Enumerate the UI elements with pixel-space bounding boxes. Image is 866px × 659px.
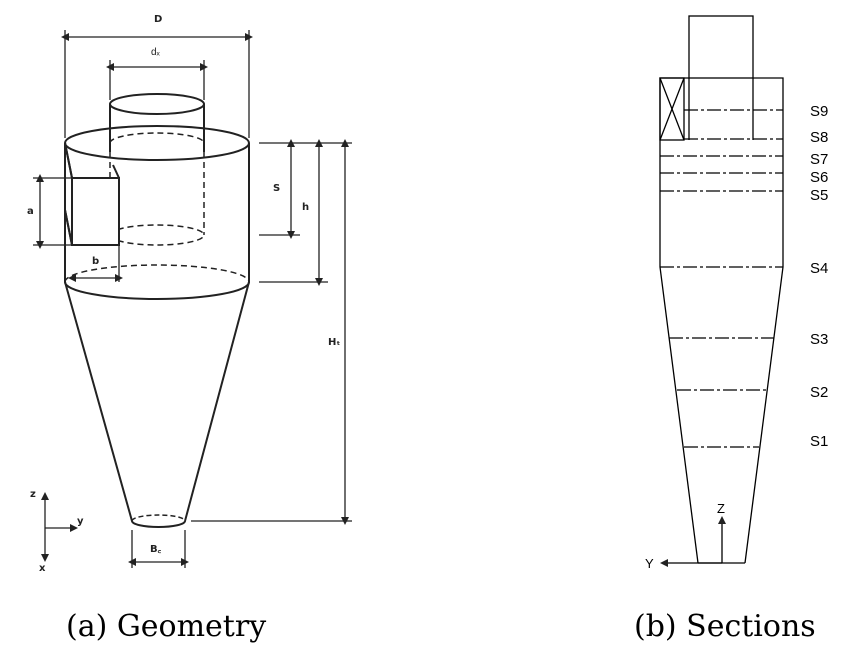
- geometry-dimensions: [33, 30, 352, 568]
- section-label-S9: S9: [810, 103, 828, 120]
- axis-z-label: z: [30, 489, 36, 500]
- label-Ht: Hₜ: [328, 337, 340, 348]
- section-label-S6: S6: [810, 169, 828, 186]
- vortex-finder-top: [109, 93, 205, 115]
- label-b: b: [92, 256, 99, 267]
- label-S: S: [273, 183, 280, 194]
- body-outline-left: [659, 77, 699, 564]
- label-Bc: B꜀: [150, 544, 162, 555]
- inlet-marker: [659, 77, 685, 141]
- section-labels: S9 S8 S7 S6 S5 S4 S3 S2 S1 Z Y: [645, 103, 828, 571]
- section-label-S1: S1: [810, 433, 828, 450]
- label-D: D: [154, 14, 162, 25]
- vortex-finder-bottom-dashed: [109, 234, 205, 246]
- caption-sections: (b) Sections: [634, 609, 816, 644]
- geometry-labels: D dₓ a b S h Hₜ B꜀ z y x: [27, 14, 340, 574]
- vortex-finder-bottom-back: [109, 224, 205, 236]
- inlet-side-edge: [112, 164, 120, 179]
- body-outline-right: [744, 77, 784, 564]
- section-label-S3: S3: [810, 331, 828, 348]
- section-label-S4: S4: [810, 260, 828, 277]
- geometry-drawing: [64, 93, 250, 528]
- axis-x-label: x: [39, 563, 46, 574]
- cylinder-bottom-front: [64, 281, 250, 300]
- cone-outlet-front: [131, 520, 186, 528]
- cylinder-top-ellipse: [64, 125, 250, 161]
- inlet-top-edge: [64, 142, 73, 179]
- inlet-cross-b: [659, 77, 685, 141]
- axis-Z-label: Z: [717, 501, 725, 516]
- cylinder-bottom-back: [64, 264, 250, 283]
- label-dx: dₓ: [151, 47, 161, 58]
- section-label-S2: S2: [810, 384, 828, 401]
- inlet-bottom-edge: [64, 209, 73, 246]
- section-label-S7: S7: [810, 151, 828, 168]
- cone-left-edge: [64, 281, 133, 522]
- label-h: h: [302, 202, 309, 213]
- label-a: a: [27, 206, 34, 217]
- cone-right-edge: [184, 281, 250, 522]
- caption-geometry: (a) Geometry: [66, 609, 266, 644]
- section-axes: [660, 516, 726, 567]
- cone-outlet-back: [131, 514, 186, 522]
- section-lines: [660, 109, 783, 448]
- axis-Y-label: Y: [645, 556, 654, 571]
- outlet-tube: [688, 15, 754, 79]
- sections-drawing: [659, 15, 784, 564]
- section-label-S8: S8: [810, 129, 828, 146]
- vortex-finder-ring-dashed: [109, 132, 205, 144]
- section-label-S5: S5: [810, 187, 828, 204]
- inlet-box: [71, 177, 120, 246]
- axis-y-label: y: [77, 516, 84, 527]
